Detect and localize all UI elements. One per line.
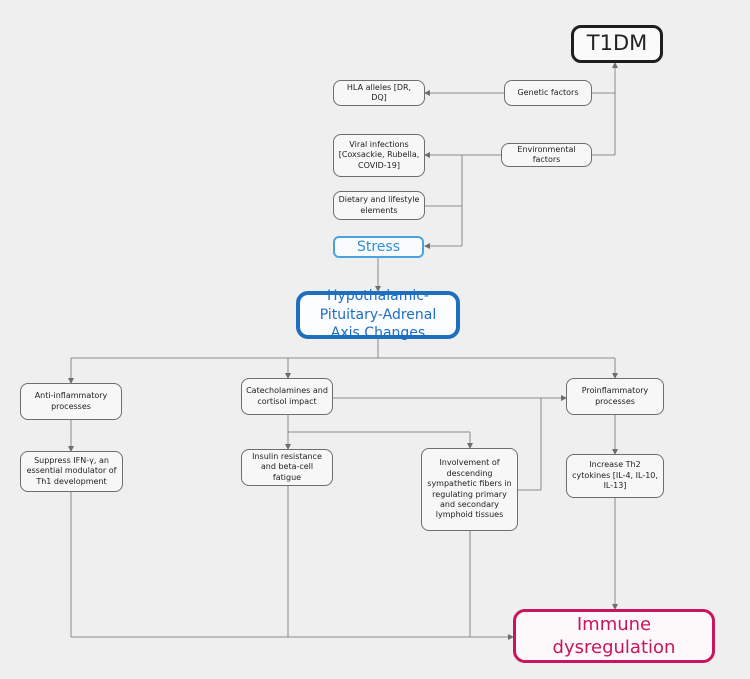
genetic-factors-node: Genetic factors <box>504 80 592 106</box>
insulin-resistance-node: Insulin resistance and beta-cell fatigue <box>241 449 333 486</box>
t1dm-node: T1DM <box>571 25 663 63</box>
anti-inflammatory-node: Anti-inflammatory processes <box>20 383 122 420</box>
environmental-factors-node: Environmental factors <box>501 143 592 167</box>
sympathetic-fibers-node: Involvement of descending sympathetic fi… <box>421 448 518 531</box>
catecholamines-node: Catecholamines and cortisol impact <box>241 378 333 415</box>
stress-node: Stress <box>333 236 424 258</box>
t1dm-label: T1DM <box>586 31 648 56</box>
viral-infections-node: Viral infections [Coxsackie, Rubella, CO… <box>333 134 425 177</box>
proinflammatory-node: Proinflammatory processes <box>566 378 664 415</box>
hla-alleles-node: HLA alleles [DR, DQ] <box>333 80 425 106</box>
suppress-ifn-node: Suppress IFN-γ, an essential modulator o… <box>20 451 123 492</box>
hpa-axis-node: Hypothalamic-Pituitary-Adrenal Axis Chan… <box>296 288 460 341</box>
dietary-lifestyle-node: Dietary and lifestyle elements <box>333 191 425 220</box>
th2-cytokines-node: Increase Th2 cytokines [IL-4, IL-10, IL-… <box>566 454 664 498</box>
immune-dysregulation-node: Immune dysregulation <box>513 609 715 663</box>
